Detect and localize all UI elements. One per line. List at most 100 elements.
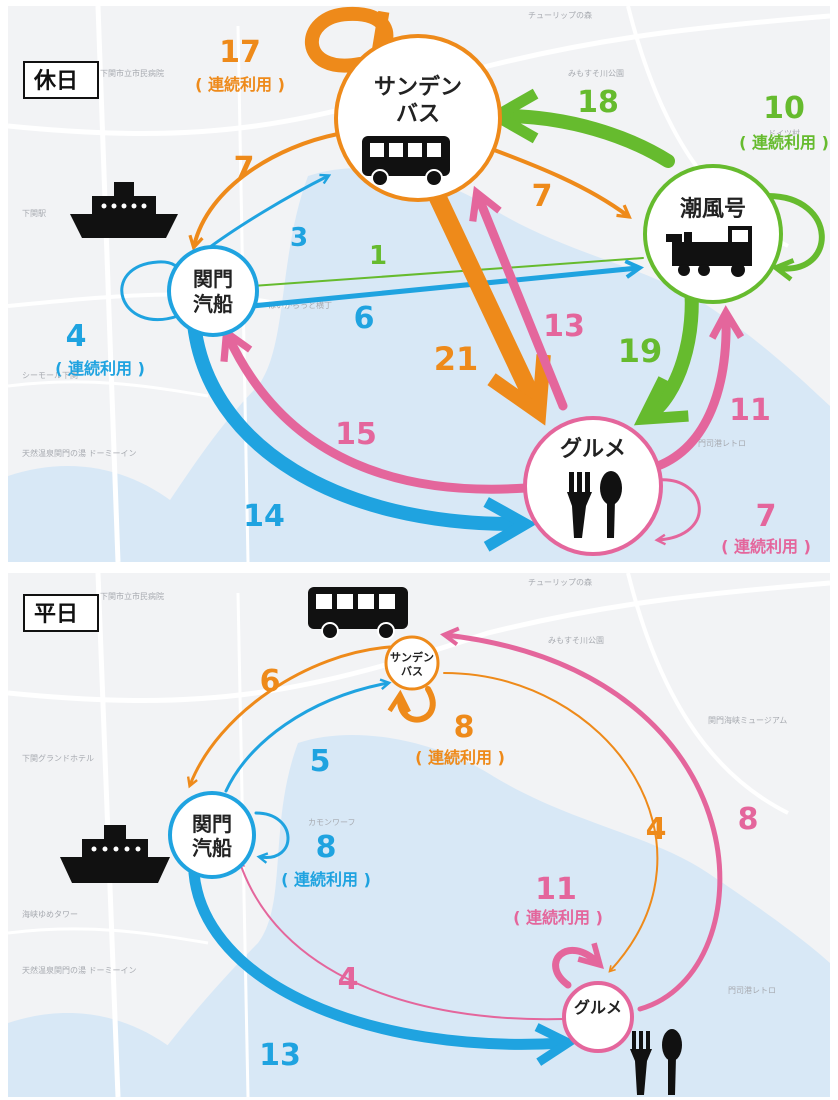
holiday-flow-values: 17 ( 連続利用 ) 7 3 7 18 10 ( 連続利用 ) 1 6 4 (… <box>55 35 829 556</box>
node-gourmet: グルメ <box>523 416 663 556</box>
weekday-tag: 平日 <box>23 594 99 632</box>
node-label: 汽船 <box>192 836 232 860</box>
arrow-gourmet-to-sanden <box>469 185 568 411</box>
map-label: みもすそ川公園 <box>548 636 604 645</box>
svg-text:平日: 平日 <box>34 602 78 627</box>
flow-value: 21 <box>434 340 479 378</box>
arrow-kanmon-to-shiokaze <box>249 259 645 309</box>
map-label: 天然温泉関門の湯 ドーミーイン <box>22 448 137 458</box>
arrow-gourmet-to-kanmon <box>237 860 565 1021</box>
map-label: はいからっと横丁 <box>268 300 332 310</box>
arrow-shiokaze-self <box>765 193 825 282</box>
svg-text:休日: 休日 <box>33 69 78 94</box>
node-label: バス <box>401 665 423 678</box>
map-label: 海峡ゆめタワー <box>22 909 78 919</box>
map-label: ドイツ村 <box>768 128 800 138</box>
weekday-panel: チューリップの森 みもすそ川公園 下関市立市民病院 下関グランドホテル カモンワ… <box>8 573 830 1097</box>
weekday-diagram: チューリップの森 みもすそ川公園 下関市立市民病院 下関グランドホテル カモンワ… <box>8 573 830 1097</box>
flow-value: 5 <box>310 744 331 779</box>
arrow-sanden-self <box>387 686 436 723</box>
fork-spoon-icon <box>630 1029 682 1095</box>
repeat-label: ( 連続利用 ) <box>739 133 829 152</box>
map-label: 門司港レトロ <box>698 438 746 448</box>
ship-icon <box>70 182 178 238</box>
arrow-sanden-to-kanmon <box>188 132 340 251</box>
flow-value: 18 <box>577 85 619 120</box>
arrow-kanmon-self <box>254 811 290 864</box>
flow-value: 1 <box>369 241 387 271</box>
node-label: サンデン <box>390 650 434 664</box>
flow-value: 3 <box>290 223 308 253</box>
flow-value: 4 <box>646 812 667 847</box>
bus-icon <box>308 587 408 640</box>
flow-value: 6 <box>354 301 375 336</box>
map-label: 下関市立市民病院 <box>100 68 164 78</box>
arrow-sanden-to-shiokaze <box>476 142 632 219</box>
flow-value: 15 <box>335 417 377 452</box>
arrow-gourmet-to-sanden <box>440 626 723 1012</box>
flow-value: 6 <box>260 664 281 699</box>
weekday-arrows <box>186 626 723 1066</box>
node-label: 関門 <box>192 812 232 836</box>
flow-value: 8 <box>454 710 475 745</box>
repeat-label: ( 連続利用 ) <box>281 870 371 889</box>
steam-train-icon <box>666 226 752 277</box>
arrow-gourmet-self <box>552 942 604 989</box>
arrow-kanmon-to-sanden <box>224 678 392 793</box>
weekday-flow-values: 6 5 8 ( 連続利用 ) 8 ( 連続利用 ) 4 8 11 ( 連続利用 … <box>259 664 758 1073</box>
repeat-label: ( 連続利用 ) <box>195 75 285 94</box>
holiday-panel: チューリップの森 みもすそ川公園 下関市立市民病院 下関駅 はいからっと横丁 シ… <box>8 6 830 562</box>
node-label: 関門 <box>193 267 233 291</box>
holiday-arrows <box>120 6 825 552</box>
arrow-sanden-self <box>305 6 421 73</box>
repeat-label: ( 連続利用 ) <box>513 908 603 927</box>
flow-value: 19 <box>618 332 663 370</box>
arrow-kanmon-to-sanden <box>204 173 332 252</box>
flow-value: 8 <box>316 830 337 865</box>
node-label: サンデン <box>374 74 462 100</box>
fork-spoon-icon <box>567 471 622 538</box>
flow-value: 7 <box>234 151 255 186</box>
node-kanmon-kisen: 関門 汽船 <box>168 791 256 879</box>
map-label: チューリップの森 <box>528 10 592 20</box>
arrow-sanden-to-gourmet <box>429 189 551 426</box>
node-label: グルメ <box>574 998 622 1017</box>
map-label: 下関グランドホテル <box>22 753 94 763</box>
node-label: バス <box>396 102 440 127</box>
flow-value: 7 <box>532 179 553 214</box>
repeat-label: ( 連続利用 ) <box>415 748 505 767</box>
flow-value: 11 <box>535 872 577 907</box>
node-label: グルメ <box>560 436 626 462</box>
node-kanmon-kisen: 関門 汽船 <box>167 245 259 337</box>
map-label: 門司港レトロ <box>728 985 776 995</box>
arrow-sanden-to-gourmet <box>443 672 659 973</box>
flow-value: 7 <box>756 499 777 534</box>
flow-value: 8 <box>738 802 759 837</box>
holiday-diagram: チューリップの森 みもすそ川公園 下関市立市民病院 下関駅 はいからっと横丁 シ… <box>8 6 830 562</box>
node-gourmet: グルメ <box>562 981 634 1053</box>
arrow-shiokaze-to-sanden <box>485 88 675 168</box>
map-label: シーモール下関 <box>22 371 78 380</box>
holiday-tag: 休日 <box>23 61 99 99</box>
flow-value: 4 <box>66 319 87 354</box>
map-label: カモンワーフ <box>308 818 356 827</box>
flow-value: 14 <box>243 499 285 534</box>
map-label: みもすそ川公園 <box>568 69 624 78</box>
flow-value: 10 <box>763 91 805 126</box>
node-sanden-bus: サンデン バス <box>334 34 502 202</box>
map-label: 天然温泉関門の湯 ドーミーイン <box>22 965 137 975</box>
repeat-label: ( 連続利用 ) <box>55 359 145 378</box>
bus-icon <box>362 136 450 187</box>
arrow-sanden-to-kanmon <box>186 645 392 789</box>
flow-value: 17 <box>219 35 261 70</box>
node-shiokaze: 潮風号 <box>643 164 783 304</box>
map-label: チューリップの森 <box>528 577 592 587</box>
node-label: 潮風号 <box>680 197 746 222</box>
flow-value: 13 <box>259 1038 301 1073</box>
ship-icon <box>60 825 170 883</box>
arrow-gourmet-self <box>654 478 701 546</box>
node-sanden-bus: サンデン バス <box>384 635 440 691</box>
arrow-kanmon-to-gourmet <box>188 867 578 1066</box>
flow-value: 11 <box>729 393 771 428</box>
flow-value: 13 <box>543 309 585 344</box>
